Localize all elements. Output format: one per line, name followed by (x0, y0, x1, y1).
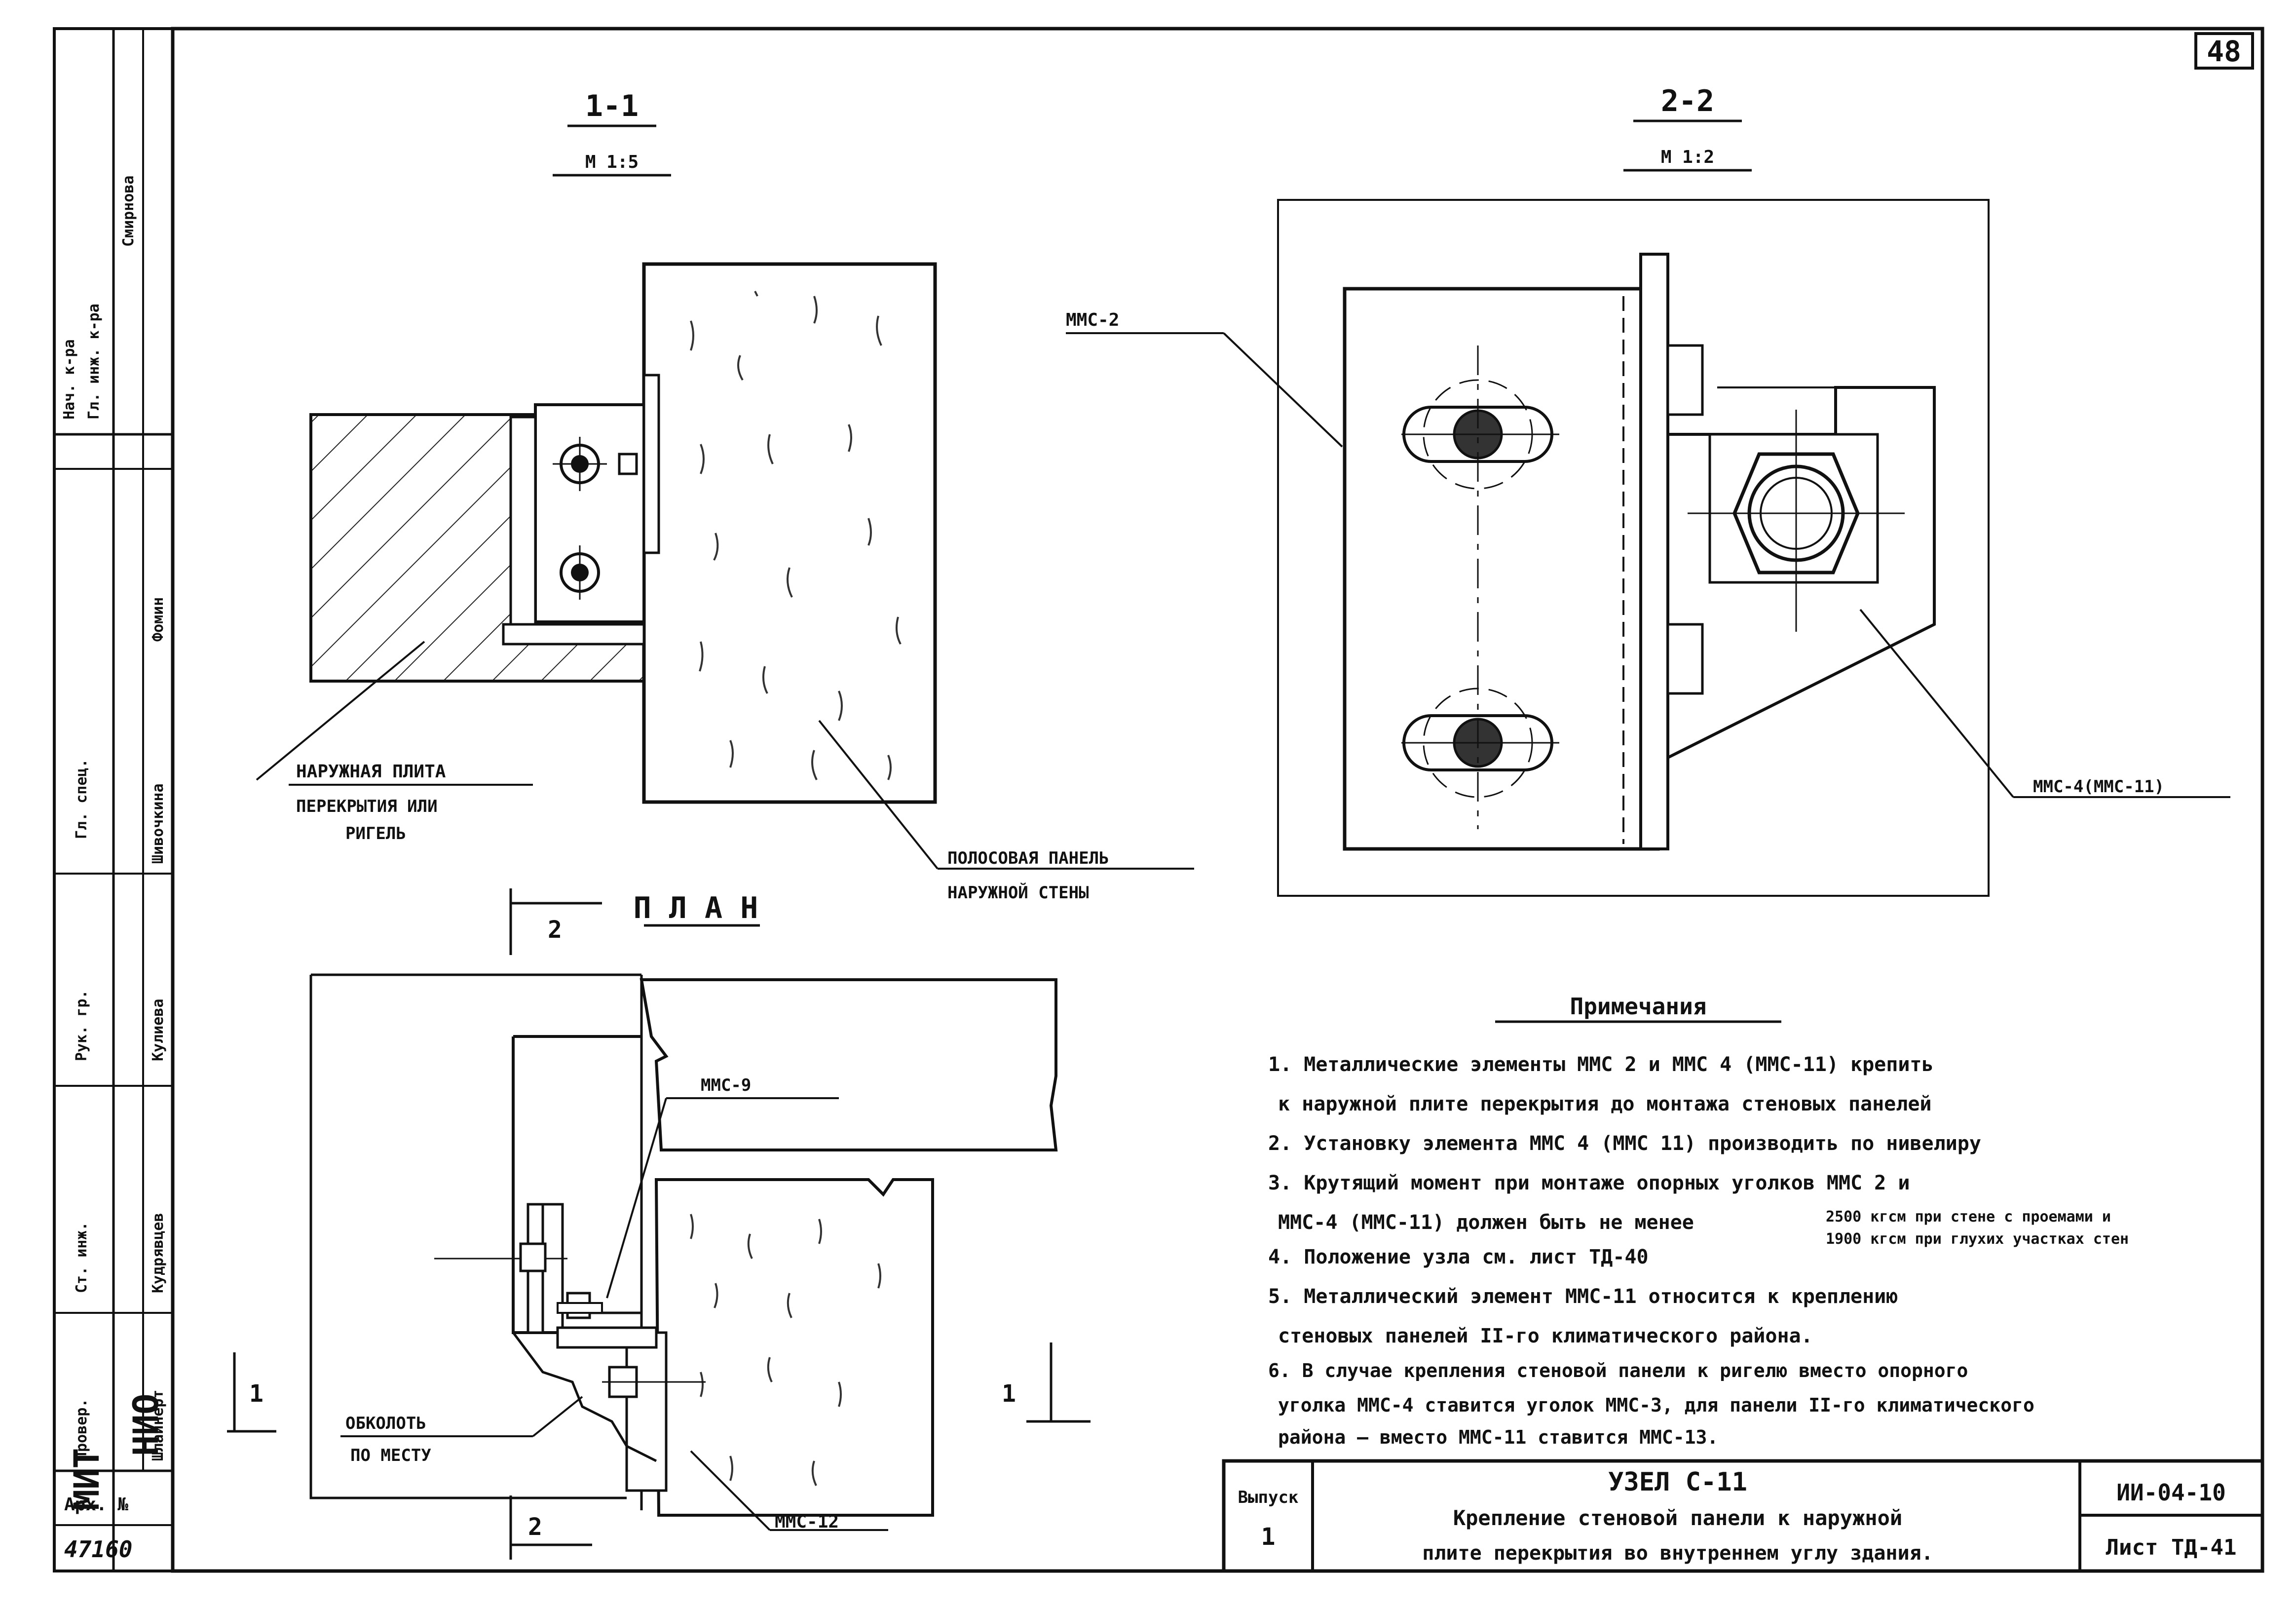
stamp-org2: НИО (126, 1394, 166, 1456)
side-stamp: Нач. к-ра Гл. инж. к-ра Смирнова Гл. спе… (54, 29, 173, 1571)
cut-1-left: 1 (249, 1380, 263, 1408)
stamp-name-1: Смирнова (120, 176, 137, 247)
stamp-org: МИТ (67, 1448, 107, 1510)
section-1-1-scale: М 1:5 (585, 152, 639, 172)
stamp-role-3: Гл. спец. (73, 759, 90, 839)
note-line-2: к наружной плите перекрытия до монтажа с… (1278, 1093, 1932, 1115)
label-mms2: ММС-2 (1066, 310, 1119, 330)
concrete-texture (690, 291, 902, 780)
plan-title: П Л А Н (634, 891, 758, 925)
bolt-lower (560, 545, 600, 600)
plan-outline (309, 973, 641, 1499)
notes-heading: Примечания (1570, 993, 1707, 1020)
title-line-1: УЗЕЛ С-11 (1608, 1467, 1747, 1497)
stamp-role-1: Нач. к-ра (61, 339, 78, 420)
label-chip-2: ПО МЕСТУ (350, 1446, 431, 1465)
stamp-name-2: Фомин (150, 597, 167, 642)
note-line-4: 3. Крутящий момент при монтаже опорных у… (1268, 1172, 1910, 1194)
label-chip-1: ОБКОЛОТЬ (345, 1414, 426, 1433)
stamp-role-2: Гл. инж. к-ра (85, 304, 103, 420)
section-2-2-title: 2-2 (1661, 84, 1714, 118)
stamp-name-5: Кудрявцев (150, 1213, 167, 1293)
stamp-name-4: Кулиева (150, 999, 167, 1061)
plan-view: П Л А Н 2 2 1 1 (227, 888, 1091, 1560)
title-block: Выпуск 1 УЗЕЛ С-11 Крепление стеновой па… (1222, 1459, 2264, 1573)
notes: Примечания 1. Металлические элементы ММС… (1268, 993, 2129, 1448)
note-line-11: района – вместо ММС-11 ставится ММС-13. (1278, 1426, 1718, 1448)
plan-angle-mms12 (625, 1331, 668, 1492)
section-1-1-title: 1-1 (585, 89, 639, 123)
label-mms12: ММС-12 (775, 1512, 839, 1532)
section-2-2-outline (1277, 199, 1990, 897)
plan-chipped-edge (512, 1332, 657, 1462)
wall-panel (642, 262, 937, 804)
note-line-5: ММС-4 (ММС-11) должен быть не менее (1278, 1211, 1694, 1234)
issue-value: 1 (1261, 1523, 1276, 1551)
stamp-role-6: Провер. (73, 1399, 90, 1461)
title-line-3: плите перекрытия во внутреннем углу здан… (1422, 1542, 1933, 1565)
stamp-arch-label: Арх. № (64, 1494, 128, 1515)
stamp-role-4: Рук. гр. (73, 990, 90, 1062)
stamp-name-3: Шивочкина (150, 783, 167, 864)
stamp-name-6: Шлайнерт (150, 1390, 167, 1461)
note-line-9: 6. В случае крепления стеновой панели к … (1268, 1360, 1968, 1381)
plan-upper-slab (640, 978, 1058, 1151)
label-strip-panel-2: НАРУЖНОЙ СТЕНЫ (947, 882, 1089, 903)
stamp-arch-number: 47160 (64, 1536, 132, 1563)
label-outer-slab-1: НАРУЖНАЯ ПЛИТА (296, 762, 446, 782)
title-line-2: Крепление стеновой панели к наружной (1453, 1506, 1902, 1530)
plan-bolt-2 (602, 1366, 706, 1398)
note-line-6: 4. Положение узла см. лист ТД-40 (1268, 1246, 1649, 1268)
note-line-7: 5. Металлический элемент ММС-11 относитс… (1268, 1285, 1898, 1308)
label-strip-panel-1: ПОЛОСОВАЯ ПАНЕЛЬ (947, 848, 1109, 868)
label-outer-slab-3: РИГЕЛЬ (345, 824, 406, 843)
label-mms9: ММС-9 (701, 1075, 751, 1095)
inner-frame (171, 27, 2264, 1573)
sheet-number: 48 (2207, 35, 2241, 68)
note-line-10: уголка ММС-4 ставится уголок ММС-3, для … (1278, 1394, 2034, 1416)
plan-bolt-1 (434, 1242, 603, 1319)
doc-code: ИИ-04-10 (2116, 1479, 2226, 1506)
doc-sheet: Лист ТД-41 (2106, 1535, 2237, 1560)
plan-wall-panel (654, 1178, 934, 1517)
cut-2-top: 2 (548, 916, 562, 944)
section-2-2-scale: М 1:2 (1661, 147, 1714, 167)
cut-2-bottom: 2 (528, 1513, 542, 1541)
stamp-role-5: Ст. инж. (73, 1222, 90, 1294)
note-torque-1: 2500 кгсм при стене с проемами и (1826, 1208, 2111, 1226)
label-mms4: ММС-4(ММС-11) (2033, 777, 2164, 797)
section-1-1: 1-1 М 1:5 (256, 89, 1194, 903)
note-line-1: 1. Металлические элементы ММС 2 и ММС 4 … (1268, 1053, 1934, 1076)
big-nut (1688, 410, 1905, 632)
bolt-upper (553, 437, 607, 491)
note-line-8: стеновых панелей II-го климатического ра… (1278, 1325, 1813, 1347)
sheet-number-box (2194, 32, 2254, 70)
issue-label: Выпуск (1238, 1488, 1299, 1507)
note-torque-2: 1900 кгсм при глухих участках стен (1826, 1230, 2129, 1248)
cut-1-right: 1 (1002, 1380, 1016, 1408)
section-2-2: 2-2 М 1:2 (1066, 84, 2230, 897)
note-line-3: 2. Установку элемента ММС 4 (ММС 11) про… (1268, 1132, 1981, 1155)
label-outer-slab-2: ПЕРЕКРЫТИЯ ИЛИ (296, 797, 438, 816)
